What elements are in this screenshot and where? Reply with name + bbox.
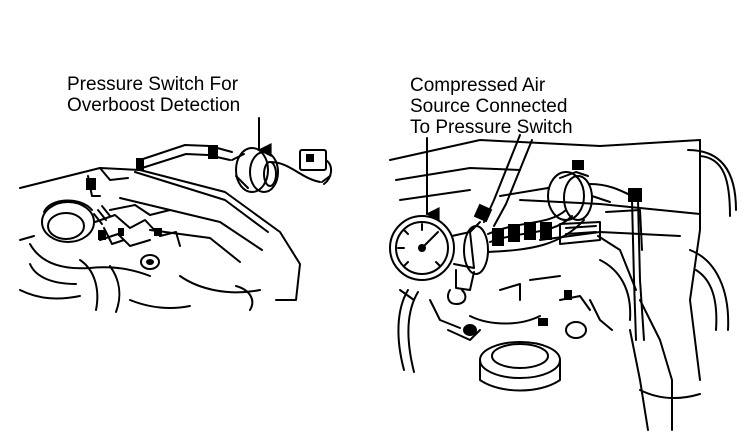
intake-runners	[492, 209, 643, 251]
label-compressed-air: Compressed Air Source Connected To Press…	[410, 75, 573, 138]
label-line: To Pressure Switch	[410, 117, 573, 138]
filler-cap-icon	[41, 199, 111, 243]
label-line: Pressure Switch For	[67, 74, 239, 95]
label-line: Source Connected	[410, 96, 568, 117]
label-line: Overboost Detection	[67, 95, 241, 116]
pressure-gauge-icon	[389, 215, 489, 305]
pressure-switch-icon	[231, 147, 332, 193]
pressure-switch-icon	[547, 160, 673, 431]
right-engine-drawing	[389, 134, 737, 431]
label-pressure-switch: Pressure Switch For Overboost Detection	[67, 74, 240, 116]
label-line: Compressed Air	[410, 75, 546, 96]
left-engine-drawing	[19, 117, 332, 313]
